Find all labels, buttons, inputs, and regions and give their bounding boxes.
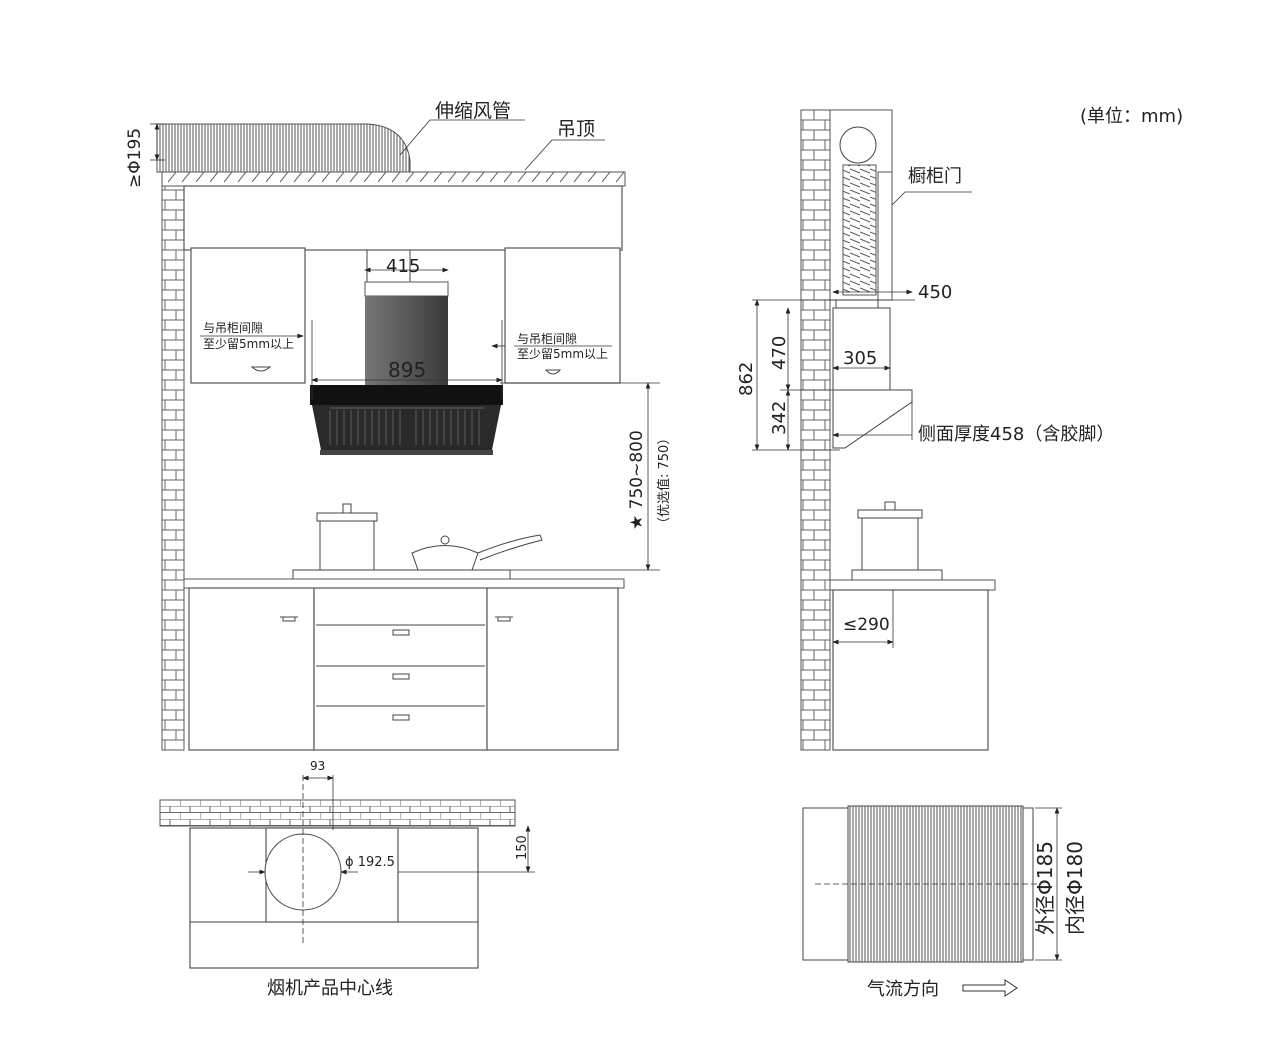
base-cabinet-right	[486, 587, 619, 751]
plan-150-label: 150	[515, 835, 530, 860]
side-pot	[851, 501, 943, 581]
unit-label: (单位：mm)	[1080, 106, 1183, 127]
duct-detail: 外径Φ185 内径Φ180 气流方向	[802, 805, 1087, 1000]
install-height-preferred-label: （优选值: 750）	[656, 432, 672, 530]
flex-duct	[156, 123, 411, 285]
plan-93-label: 93	[310, 759, 325, 773]
side-290-label: ≤290	[843, 615, 890, 635]
plan-view: 93 ϕ 192.5 150 烟机产品中心线	[159, 759, 535, 999]
install-height-label: ★ 750~800	[627, 430, 647, 530]
cabinet-door-label: 橱柜门	[908, 166, 962, 187]
side-862-label: 862	[736, 362, 757, 396]
base-cabinet-left	[188, 587, 315, 751]
ceiling	[161, 171, 626, 187]
outer-diameter-label: 外径Φ185	[1033, 841, 1057, 935]
side-342-label: 342	[769, 401, 790, 435]
cabinet-door	[877, 171, 893, 301]
wall-side	[800, 109, 831, 751]
side-305-label: 305	[843, 348, 877, 369]
airflow-label: 气流方向	[867, 979, 939, 1000]
base-cabinet-drawers	[313, 587, 488, 751]
plan-outlet-circle	[264, 833, 342, 911]
centerline-label: 烟机产品中心线	[267, 978, 393, 999]
countertop	[183, 578, 625, 589]
pan	[411, 534, 543, 571]
duct-min-diameter-label: ≥Φ195	[125, 128, 145, 188]
front-view: ≥Φ195 伸缩风管 吊顶 415 895 与吊柜间隙 至少留5mm以上	[125, 100, 672, 751]
hood-width-label: 895	[388, 358, 426, 382]
chimney-width-label: 415	[386, 256, 420, 277]
side-base-cabinet	[832, 589, 989, 751]
upper-cabinet-frame	[183, 185, 623, 251]
gap-left-line1: 与吊柜间隙	[203, 321, 263, 335]
range-hood-front	[310, 281, 503, 455]
side-duct	[842, 164, 877, 296]
upper-cabinet-left	[190, 247, 306, 384]
upper-cabinet-right	[504, 247, 621, 384]
side-450-label: 450	[918, 282, 952, 303]
side-view: 橱柜门 450 305 470 342 862 侧面厚度458（含胶脚） ≤	[736, 106, 1183, 751]
plan-wall	[159, 799, 516, 827]
inner-diameter-label: 内径Φ180	[1063, 841, 1087, 935]
wall-left	[161, 171, 185, 751]
side-470-label: 470	[769, 336, 790, 370]
range-hood-side	[832, 299, 913, 449]
pot	[316, 503, 378, 571]
cooktop	[292, 569, 511, 580]
airflow-arrow-icon	[962, 979, 1018, 997]
side-countertop	[829, 579, 996, 591]
side-thickness-label: 侧面厚度458（含胶脚）	[918, 424, 1114, 445]
gap-right-line2: 至少留5mm以上	[517, 347, 608, 361]
gap-right-line1: 与吊柜间隙	[517, 332, 577, 346]
flex-duct-label: 伸缩风管	[435, 100, 511, 122]
ceiling-label: 吊顶	[557, 118, 595, 140]
plan-diameter-label: ϕ 192.5	[345, 855, 395, 870]
gap-left-line2: 至少留5mm以上	[203, 337, 294, 351]
